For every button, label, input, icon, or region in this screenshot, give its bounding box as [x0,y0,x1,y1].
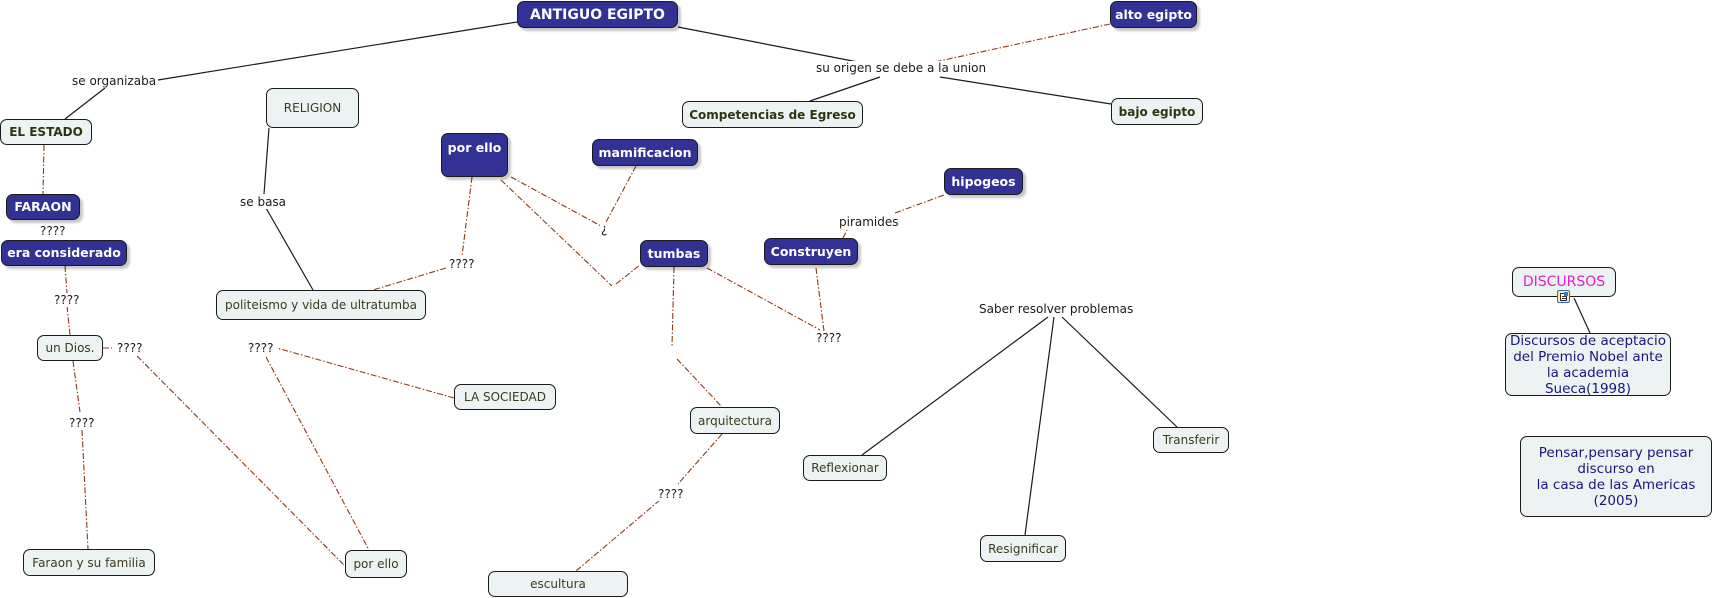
node-mamificacion[interactable]: mamificacion [592,139,698,166]
link-query-politeismo [372,267,447,291]
link-un-dios-query-down [72,360,81,413]
link-query-por-ello-bottom [136,355,346,567]
link-arquitectura-query [677,433,723,485]
node-tumbas[interactable]: tumbas [640,240,708,267]
link-saber-resignificar [1024,316,1055,536]
link-construyen-query [815,267,825,332]
link-label-arquitectura-query: ???? [657,487,685,501]
link-query-un-dios [66,305,71,336]
link-label-se-organizaba: se organizaba [71,74,158,88]
link-query-escultura [575,499,661,572]
node-el-estado[interactable]: EL ESTADO [0,119,92,145]
link-down-arquitectura [676,358,723,408]
node-transferir[interactable]: Transferir [1153,427,1229,453]
node-faraon-y-su-familia[interactable]: Faraon y su familia [23,549,155,576]
node-por-ello-bottom[interactable]: por ello [345,550,407,578]
link-su-origen-bajo [939,76,1112,105]
node-alto-egipto[interactable]: alto egipto [1110,1,1197,28]
node-discursos-nobel[interactable]: Discursos de aceptacio del Premio Nobel … [1505,333,1671,397]
node-arquitectura[interactable]: arquitectura [690,407,780,434]
node-politeismo[interactable]: politeismo y vida de ultratumba [216,290,426,320]
link-piramides-hipogeos [894,194,945,214]
node-religion[interactable]: RELIGION [266,88,359,128]
link-por-ello-query [461,176,473,257]
node-era-considerado[interactable]: era considerado [1,240,127,266]
link-alto-su-origen [929,23,1111,64]
link-label-dios-right-query: ???? [116,341,144,355]
link-label-su-origen: su origen se debe a la union [815,61,988,75]
link-label-se-basa: se basa [239,195,288,209]
link-label-era-query: ???? [53,293,81,307]
link-discursos-nobel [1573,297,1591,334]
link-era-query [64,265,68,294]
node-un-dios[interactable]: un Dios. [37,335,103,361]
link-su-origen-competencias [809,76,881,102]
node-resignificar[interactable]: Resignificar [980,535,1066,562]
resource-document-icon[interactable] [1557,290,1570,303]
link-por-ello-tumbas-a [500,179,613,287]
link-tumbas-query [706,267,821,331]
link-estado-faraon [42,144,45,195]
link-tumbas-down [671,266,675,348]
link-root-su-origen [677,26,864,64]
link-saber-reflexionar [861,316,1049,456]
link-label-sociedad-query: ???? [247,341,275,355]
link-por-ello-inverted [510,176,602,227]
link-mamificacion-inverted [604,165,637,225]
link-label-faraon-query: ???? [39,224,67,238]
node-competencias-de-egreso[interactable]: Competencias de Egreso [682,101,863,128]
link-query-familia [81,429,89,550]
node-reflexionar[interactable]: Reflexionar [803,455,887,481]
node-por-ello-top[interactable]: por ello [441,133,508,177]
link-construyen-piramides [842,229,848,239]
link-label-saber-resolver: Saber resolver problemas [978,302,1135,316]
node-hipogeos[interactable]: hipogeos [944,168,1023,195]
link-por-ello-tumbas-b [615,264,641,285]
link-label-piramides: piramides [838,215,900,229]
link-saber-transferir [1061,316,1178,428]
node-pensar-discurso[interactable]: Pensar,pensary pensar discurso en la cas… [1520,436,1712,517]
link-query-por-ello-bottom-2 [265,356,370,551]
link-se-organizaba-estado [64,87,106,120]
link-se-basa-politeismo [265,207,314,291]
link-label-construyen-query: ???? [815,331,843,345]
node-faraon[interactable]: FARAON [6,194,80,220]
link-religion-se-basa [263,127,270,195]
node-bajo-egipto[interactable]: bajo egipto [1111,98,1203,125]
link-label-dios-down-query: ???? [68,416,96,430]
node-la-sociedad[interactable]: LA SOCIEDAD [454,384,556,410]
link-root-se-organizaba [157,21,518,81]
link-label-por-ello-query: ???? [448,257,476,271]
node-escultura[interactable]: escultura [488,571,628,597]
link-sociedad-query [276,347,455,399]
node-construyen[interactable]: Construyen [764,238,858,265]
link-label-inverted-question: ¿ [600,222,609,236]
node-antiguo-egipto[interactable]: ANTIGUO EGIPTO [517,1,678,28]
